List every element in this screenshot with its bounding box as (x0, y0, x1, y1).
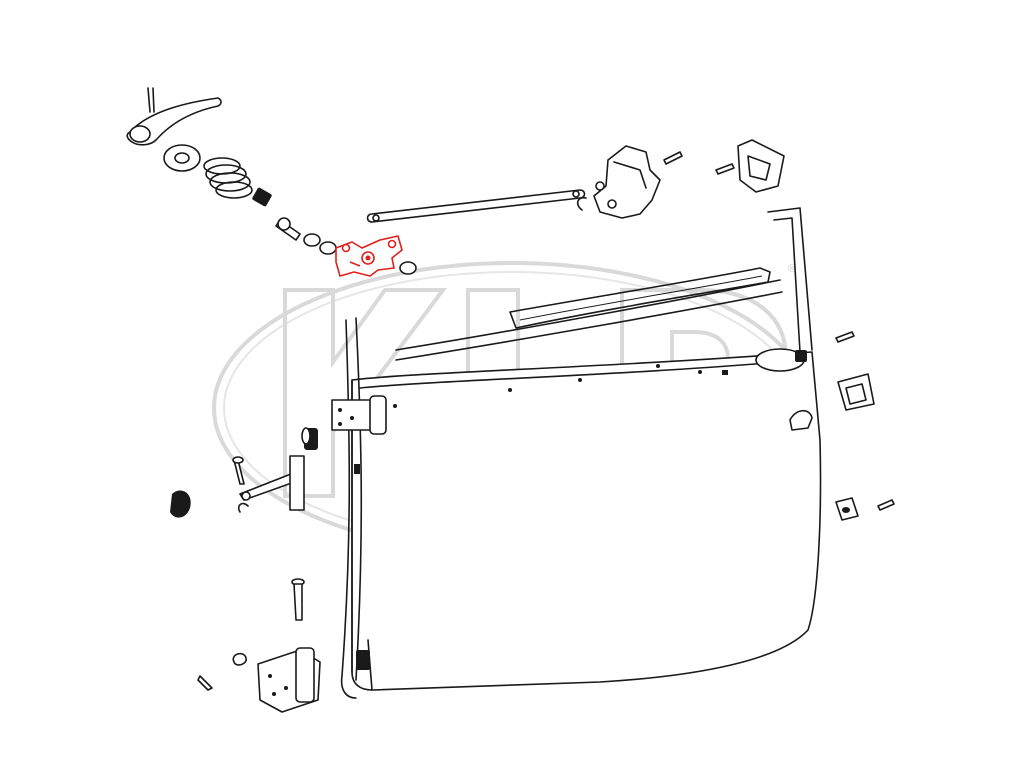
handle-shaft-bolt (275, 217, 301, 241)
rubber-bumper (301, 427, 318, 450)
handle-trim-ring (789, 409, 813, 431)
door-lock-body (593, 145, 661, 219)
rod-clip (576, 196, 587, 211)
clip (232, 502, 249, 666)
door-lock-mechanism (335, 235, 403, 277)
lock-striker-plate (737, 139, 785, 193)
outer-door-handle (837, 373, 875, 411)
door-hinge-lower (257, 647, 321, 713)
handle-escutcheon-washer (163, 144, 201, 172)
hinge-bolt (232, 456, 245, 485)
screw (197, 151, 895, 691)
door-shell (351, 348, 822, 691)
handle-pin (147, 87, 155, 113)
door-stop-buffer (170, 490, 191, 518)
hinge-pin (291, 578, 305, 621)
door-hinge-upper (331, 395, 387, 435)
door-seal-rubber (354, 464, 370, 670)
shaft-washer (303, 233, 417, 275)
door-check-strap (239, 455, 305, 511)
registered-mark: ® (788, 263, 796, 275)
window-crank-escutcheon (835, 497, 859, 521)
return-spring (203, 157, 253, 199)
spring-sleeve (252, 187, 272, 207)
window-channel-seal (340, 207, 813, 699)
inner-door-handle (126, 97, 222, 146)
remote-control-rod (366, 189, 586, 223)
